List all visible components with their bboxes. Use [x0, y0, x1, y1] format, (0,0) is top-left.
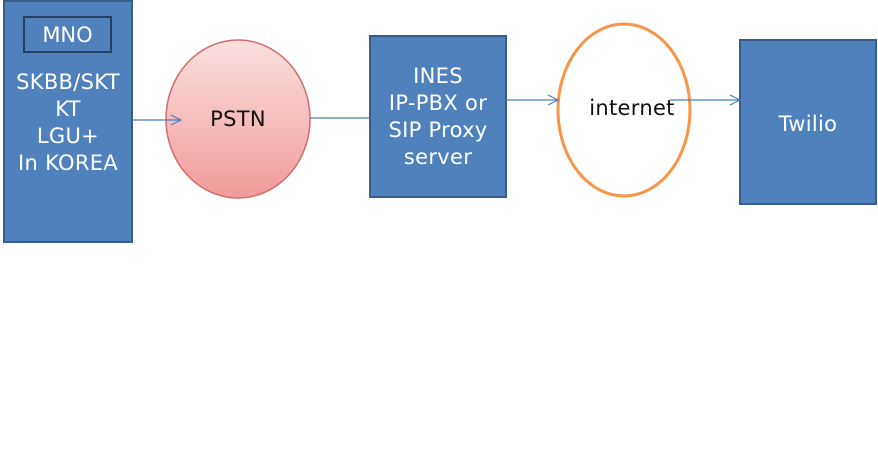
- mno-text: SKBB/SKT KT LGU+ In KOREA: [4, 64, 132, 182]
- internet-label: internet: [589, 95, 675, 120]
- mno-label: MNO: [23, 16, 112, 53]
- twilio-box: [739, 39, 877, 205]
- twilio-text: Twilio: [740, 109, 876, 139]
- mno-line: KT: [55, 97, 81, 121]
- internet-text: internet: [558, 93, 706, 123]
- pstn-text: PSTN: [166, 104, 310, 134]
- twilio-label: Twilio: [778, 111, 838, 136]
- mno-line: In KOREA: [18, 151, 118, 175]
- pstn-label: PSTN: [210, 106, 266, 131]
- pstn-node: [165, 39, 311, 199]
- ines-line: IP-PBX or: [388, 91, 488, 115]
- ines-line: INES: [413, 64, 463, 88]
- internet-node: [556, 22, 692, 198]
- mno-line: LGU+: [36, 124, 100, 148]
- ines-box: [369, 35, 507, 198]
- ines-line: SIP Proxy: [388, 118, 488, 142]
- mno-line: SKBB/SKT: [16, 70, 120, 94]
- ines-line: server: [403, 145, 473, 169]
- ines-text: INES IP-PBX or SIP Proxy server: [370, 60, 506, 174]
